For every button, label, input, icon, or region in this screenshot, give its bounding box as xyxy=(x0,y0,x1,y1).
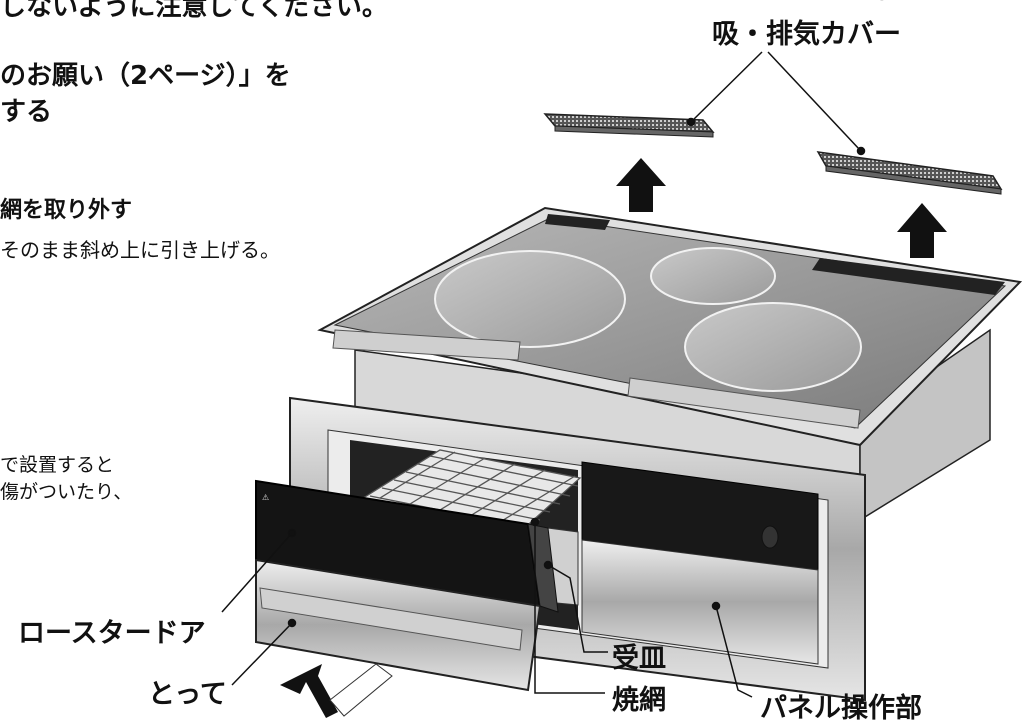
label-grill-net: 焼網 xyxy=(612,685,666,716)
label-vent-cover: 吸・排気カバー xyxy=(712,19,901,50)
note-line-2: する xyxy=(0,97,53,127)
top-cut-text: しないように注意してください。 xyxy=(0,0,388,22)
up-arrow-left-icon xyxy=(616,158,666,212)
pull-arrow-icon xyxy=(280,663,393,718)
warning-text: で設置すると 傷がついたり、 xyxy=(0,452,132,506)
label-panel-control: パネル操作部 xyxy=(760,693,922,724)
grill-net xyxy=(358,449,582,533)
step-description: そのまま斜め上に引き上げる。 xyxy=(0,238,280,262)
note-line-1: のお願い（2ページ）」を xyxy=(0,61,291,91)
warning-line-2: 傷がついたり、 xyxy=(0,481,133,503)
svg-text:⚠: ⚠ xyxy=(262,493,269,502)
burner-center xyxy=(650,247,776,305)
label-roaster-door: ロースタードア xyxy=(18,618,206,649)
up-arrow-right-icon xyxy=(897,203,947,258)
note-text: のお願い（2ページ）」を する xyxy=(0,58,291,130)
label-drip-tray: 受皿 xyxy=(612,643,666,674)
roaster-door: ⚠ xyxy=(255,479,559,692)
callout-leaders xyxy=(221,517,753,698)
top-control-strip xyxy=(332,329,861,429)
step-title: 網を取り外す xyxy=(0,198,133,223)
label-handle: とって xyxy=(148,679,227,710)
vent-cover-right xyxy=(816,151,1003,195)
warning-line-1: で設置すると xyxy=(0,454,115,476)
burner-right xyxy=(684,302,862,392)
vent-cover-left xyxy=(543,113,715,138)
burner-left xyxy=(434,250,626,348)
vent-callout-lines xyxy=(686,51,866,156)
